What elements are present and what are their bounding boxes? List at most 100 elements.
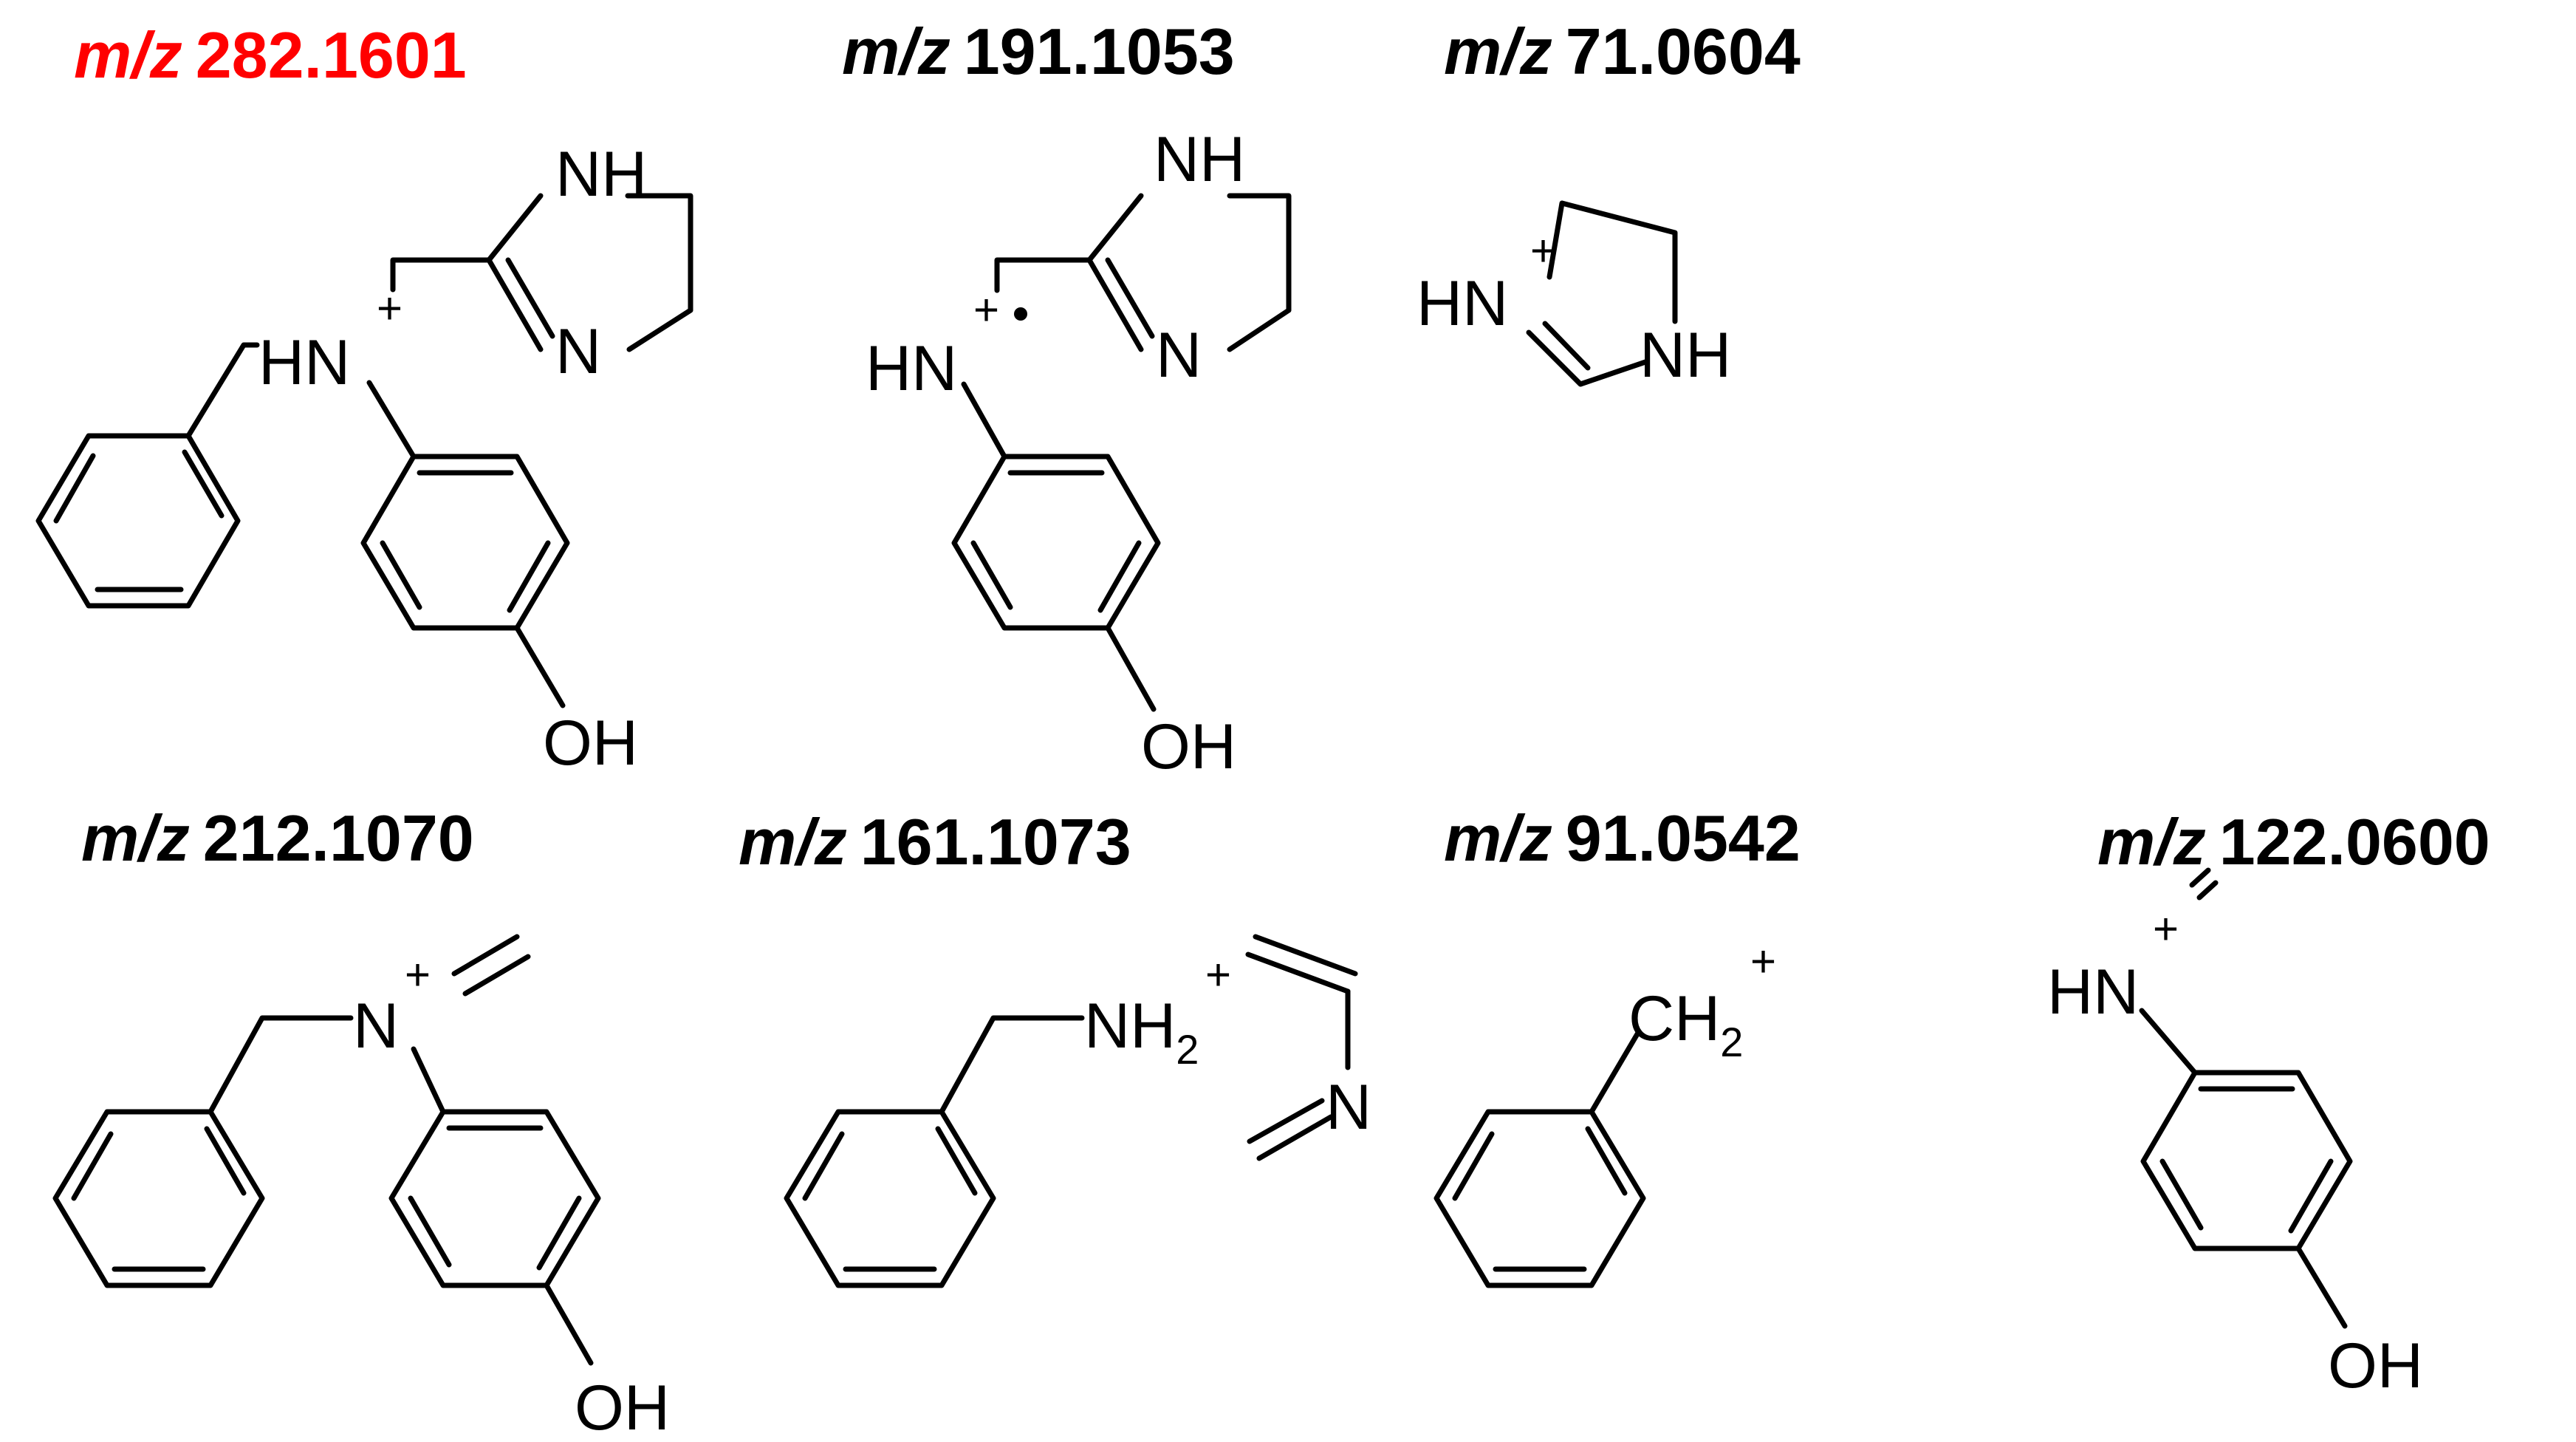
charge-plus: + <box>405 950 431 1000</box>
ring-double-bond <box>1542 321 1591 371</box>
hn-label: HN <box>1417 268 1508 339</box>
phenol-ring <box>388 1109 601 1288</box>
nh-text: NH <box>1084 991 1176 1062</box>
phenol-ring-inner-bonds <box>408 1125 582 1271</box>
imidazoline-ring <box>486 193 693 352</box>
ch2-label: CH2 <box>1628 983 1743 1065</box>
methylene-double-bond <box>451 934 531 997</box>
ch-text: CH <box>1628 983 1720 1054</box>
ch2-bond <box>185 342 260 439</box>
fragment-71-structure: HN + NH <box>1417 200 1731 391</box>
oh-label: OH <box>2328 1330 2423 1401</box>
nh-subscript: 2 <box>1176 1026 1199 1073</box>
n-aryl-bond <box>366 380 417 459</box>
mz-prefix: m/z <box>842 15 950 88</box>
n-aryl-bond <box>411 1046 446 1115</box>
mz-value: 212.1070 <box>203 802 474 875</box>
fragment-122-structure: HN + OH <box>2047 904 2423 1401</box>
benzyl-ring-inner-bonds <box>53 449 225 592</box>
charge-plus: + <box>1750 937 1776 986</box>
n-aryl-bond <box>961 381 1007 459</box>
phenol-ring <box>2140 1070 2353 1251</box>
n-label: N <box>555 316 601 387</box>
ch-subscript: 2 <box>1720 1019 1743 1065</box>
ch2-bond <box>939 1015 1085 1115</box>
n-aryl-bond <box>2139 1008 2198 1076</box>
mz-prefix: m/z <box>74 18 182 92</box>
phenol-oh-bond <box>544 1282 594 1366</box>
mz-value: 122.0600 <box>2219 805 2490 878</box>
phenol-ring-inner-bonds <box>2159 1086 2334 1234</box>
n-label: N <box>1326 1072 1371 1143</box>
mz-value: 161.1073 <box>860 805 1131 878</box>
benzyl-ring <box>52 1109 265 1288</box>
methylene-double-bond <box>2189 867 2219 901</box>
benzyl-ring <box>35 433 241 609</box>
hn-label: HN <box>866 333 957 404</box>
n-label: N <box>1156 320 1202 391</box>
n-ch2-bond <box>994 257 1092 293</box>
benzyl-ring-inner-bonds <box>1452 1126 1628 1272</box>
imidazoline-double-bond <box>505 257 555 339</box>
fragment-91-structure: CH2 + <box>1433 937 1776 1288</box>
mz-value: 282.1601 <box>196 18 467 92</box>
oh-label: OH <box>543 708 638 779</box>
benzyl-ring <box>1433 1109 1646 1288</box>
benzyl-ring-inner-bonds <box>71 1126 247 1272</box>
fragment-191-structure: HN + NH N OH <box>866 124 1292 782</box>
nh-label: NH <box>1154 124 1245 195</box>
n-label: N <box>353 991 399 1062</box>
mz-prefix: m/z <box>739 805 847 878</box>
radical-dot <box>1014 307 1027 321</box>
mz-prefix: m/z <box>1444 802 1552 875</box>
phenol-ring-inner-bonds <box>380 470 551 613</box>
ch2-bond <box>1589 1030 1641 1115</box>
fragment-282-structure: HN + NH N OH <box>35 139 693 779</box>
oh-label: OH <box>575 1373 670 1442</box>
phenol-ring <box>360 454 570 631</box>
nh-label: NH <box>555 139 647 210</box>
imine-double-bond <box>1247 1098 1334 1161</box>
fragment-212-structure: N + OH <box>52 934 670 1442</box>
imidazoline-double-bond <box>1105 257 1155 339</box>
imidazoline-ring <box>1086 193 1292 352</box>
mz-value: 91.0542 <box>1566 802 1801 875</box>
nh-label: NH <box>1640 320 1731 391</box>
mz-value: 71.0604 <box>1566 15 1801 88</box>
mz-prefix: m/z <box>2097 805 2206 878</box>
mz-value: 191.1053 <box>964 15 1235 88</box>
ring-bonds <box>1526 200 1678 387</box>
phenol-oh-bond <box>514 625 566 708</box>
benzyl-ring <box>784 1109 996 1288</box>
benzyl-ring-inner-bonds <box>802 1126 978 1272</box>
charge-plus: + <box>1205 950 1231 1000</box>
mz-prefix: m/z <box>81 802 190 875</box>
vinyl-double-bond <box>1245 934 1358 994</box>
mz-prefix: m/z <box>1444 15 1552 88</box>
charge-plus: + <box>973 285 999 335</box>
hn-label: HN <box>258 327 350 398</box>
phenol-oh-bond <box>1105 625 1157 712</box>
hn-label: HN <box>2047 957 2139 1028</box>
ch2-bond <box>208 1015 354 1115</box>
charge-plus: + <box>377 284 402 333</box>
n-ch2-bond <box>390 257 492 293</box>
phenol-oh-bond <box>2295 1245 2348 1329</box>
phenol-ring <box>951 454 1161 631</box>
phenol-ring-inner-bonds <box>970 470 1142 613</box>
charge-plus: + <box>1530 226 1556 276</box>
charge-plus: + <box>2153 904 2179 954</box>
